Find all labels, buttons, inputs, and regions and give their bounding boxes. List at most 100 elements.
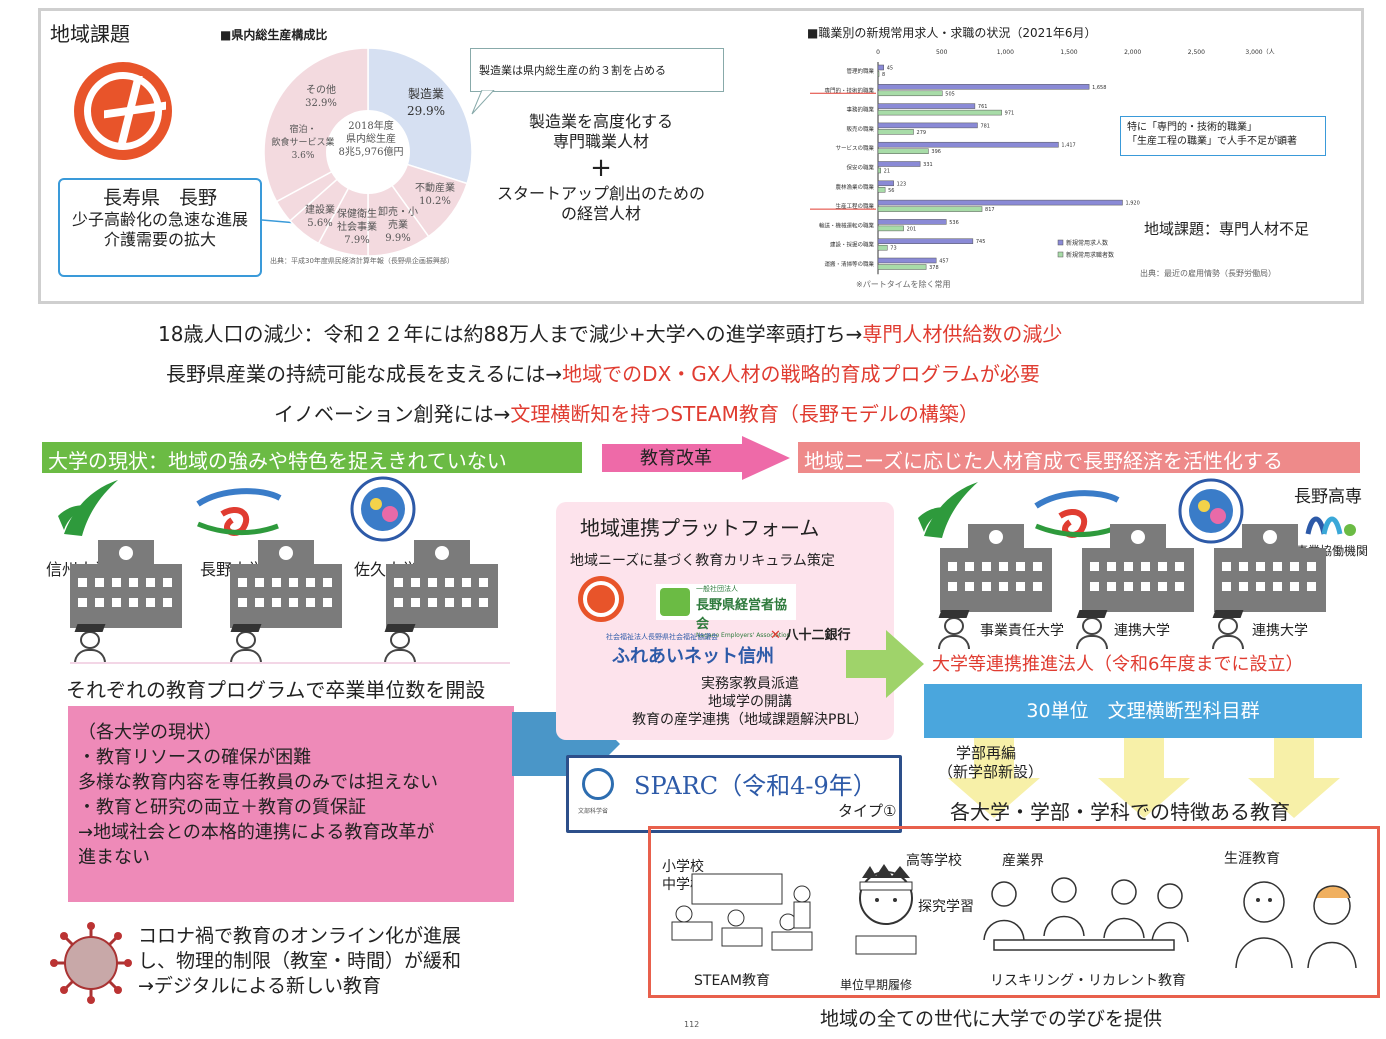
mext-logo-text: 文部科学省 bbox=[578, 808, 609, 815]
inquiry-learning: 探究学習 bbox=[918, 899, 974, 915]
bar-value-label: 56 bbox=[888, 188, 894, 194]
classroom-illustration bbox=[671, 873, 813, 951]
org2-small: 社会福祉法人長野県社会福祉協議会 bbox=[606, 633, 718, 641]
bar bbox=[877, 129, 914, 135]
green-arrow bbox=[846, 630, 924, 698]
university-building-icon bbox=[386, 540, 498, 628]
graduate-person-icon bbox=[228, 624, 264, 664]
talent-needs-text: 製造業を高度化する 専門職業人材 + スタートアップ創出のための の経営人材 bbox=[496, 112, 705, 223]
pie-title: ■県内総生産構成比 bbox=[220, 28, 328, 42]
bar bbox=[877, 71, 880, 77]
role-lead-univ: 事業責任大学 bbox=[980, 623, 1064, 639]
category-label: 保安の職業 bbox=[846, 164, 874, 172]
pie-hole bbox=[326, 110, 410, 194]
category-label: 事務的職業 bbox=[846, 106, 874, 114]
nagano-prefecture-emblem bbox=[74, 62, 172, 160]
lifelong-learning-frame bbox=[648, 826, 1380, 998]
pie-center: 2018年度 県内総生産 8兆5,976億円 bbox=[338, 121, 404, 158]
pie-source: 出典：平成30年度県民経済計算年報（長野県企画振興部） bbox=[270, 257, 454, 265]
category-label: 生産工程の職業 bbox=[835, 202, 874, 210]
bar-value-label: 123 bbox=[897, 181, 907, 187]
university-caption: それぞれの教育プログラムで卒業単位数を開設 bbox=[66, 678, 486, 702]
bar-value-label: 971 bbox=[1005, 111, 1015, 117]
bar bbox=[877, 219, 947, 225]
nagano-univ-logo bbox=[196, 488, 282, 536]
role-partner-univ-1: 連携大学 bbox=[1114, 623, 1170, 639]
graduate-person-icon bbox=[1210, 610, 1246, 650]
divider bbox=[70, 662, 510, 664]
bar bbox=[877, 199, 1123, 206]
university-issues-box: （各大学の現状）・教育リソースの確保が困難多様な教育内容を専任教員のみでは担えな… bbox=[68, 706, 514, 902]
category-label: 管理的職業 bbox=[846, 67, 874, 75]
x-tick-label: 0 bbox=[876, 49, 880, 56]
covid-text: コロナ禍で教育のオンライン化が進展し、物理的制限（教室・時間）が緩和→デジタルに… bbox=[138, 925, 462, 997]
sparc-box bbox=[566, 755, 902, 833]
saku-univ-logo-right bbox=[1178, 478, 1244, 544]
bar-chart-title: ■職業別の新規常用求人・求職の状況（2021年6月） bbox=[807, 26, 1097, 40]
bar bbox=[877, 206, 983, 212]
bar-value-label: 536 bbox=[949, 220, 959, 226]
bar bbox=[877, 148, 929, 154]
regional-platform-box bbox=[556, 502, 894, 740]
bar bbox=[877, 238, 974, 244]
line-population: 18歳人口の減少：令和２２年には約88万人まで減少+大学への進学率頭打ち→専門人… bbox=[158, 322, 1063, 346]
regional-needs-banner: 地域ニーズに応じた人材育成で長野経済を活性化する bbox=[798, 442, 1360, 473]
graduate-person-icon bbox=[382, 624, 418, 664]
fureai-net-logo: ふれあいネット信州 bbox=[612, 646, 774, 667]
faculty-reorg: 学部再編（新学部新設） bbox=[938, 744, 1044, 781]
bar-value-label: 73 bbox=[890, 246, 896, 252]
longevity-title: 長寿県 長野 bbox=[102, 187, 217, 209]
reskilling: リスキリング・リカレント教育 bbox=[990, 973, 1186, 989]
university-building-icon bbox=[70, 540, 182, 628]
category-label: 運搬・清掃等の職業 bbox=[824, 260, 874, 268]
bar bbox=[877, 187, 886, 193]
sparc-type: タイプ① bbox=[838, 802, 897, 820]
category-label: 農林漁業の職業 bbox=[835, 183, 874, 191]
bar-value-label: 745 bbox=[976, 239, 986, 245]
x-tick-label: 3,000（人 bbox=[1245, 49, 1274, 56]
platform-subtitle: 地域ニーズに基づく教育カリキュラム策定 bbox=[570, 553, 835, 569]
category-label: 輸送・機械運転の職業 bbox=[819, 221, 875, 229]
bar bbox=[877, 90, 943, 97]
industry-label: 産業界 bbox=[1002, 853, 1044, 869]
university-building-icon bbox=[1082, 524, 1194, 612]
role-partner-univ-2: 連携大学 bbox=[1252, 623, 1308, 639]
feature-education: 各大学・学部・学科での特徴ある教育 bbox=[950, 800, 1290, 824]
lifelong-label: 生涯教育 bbox=[1224, 851, 1280, 867]
bar bbox=[877, 103, 976, 109]
line-industry: 長野県産業の持続可能な成長を支えるには→地域でのDX・GX人材の戦略的育成プログ… bbox=[166, 362, 1040, 386]
graduate-person-icon bbox=[1074, 610, 1110, 650]
bar bbox=[877, 141, 1059, 148]
x-tick-label: 1,500 bbox=[1060, 49, 1077, 56]
bar-value-label: 45 bbox=[887, 66, 893, 72]
platform-title: 地域連携プラットフォーム bbox=[580, 516, 820, 540]
legend-label: 新規常用求人数 bbox=[1066, 239, 1108, 247]
shortage-note: 特に「専門的・技術的職業」「生産工程の職業」で人手不足が顕著 bbox=[1120, 116, 1326, 156]
platform-prefecture-emblem bbox=[578, 576, 624, 622]
meeting-illustration bbox=[983, 877, 1189, 951]
bar-value-label: 505 bbox=[945, 91, 955, 97]
bar bbox=[877, 180, 894, 187]
bar-value-label: 378 bbox=[929, 265, 939, 271]
graduate-person-icon bbox=[72, 624, 108, 664]
corp-establishment: 大学等連携推進法人（令和6年度までに設立） bbox=[932, 654, 1304, 675]
bar bbox=[877, 225, 904, 232]
bar-value-label: 331 bbox=[923, 162, 933, 168]
bar-value-label: 817 bbox=[985, 207, 995, 213]
bar bbox=[877, 109, 1002, 116]
employers-association-logo: 一般社団法人 長野県経営者協会 Nagano Employers' Associ… bbox=[656, 584, 796, 639]
bar-source: 出典：最近の雇用情勢（長野労働局） bbox=[1140, 269, 1276, 278]
category-label: 専門的・技術的職業 bbox=[824, 86, 874, 94]
shinshu-logo bbox=[58, 480, 118, 536]
bar bbox=[877, 244, 888, 251]
bar-value-label: 761 bbox=[978, 104, 988, 110]
bar bbox=[877, 64, 884, 71]
university-building-icon bbox=[230, 540, 342, 628]
graduate-person-icon bbox=[936, 610, 972, 650]
